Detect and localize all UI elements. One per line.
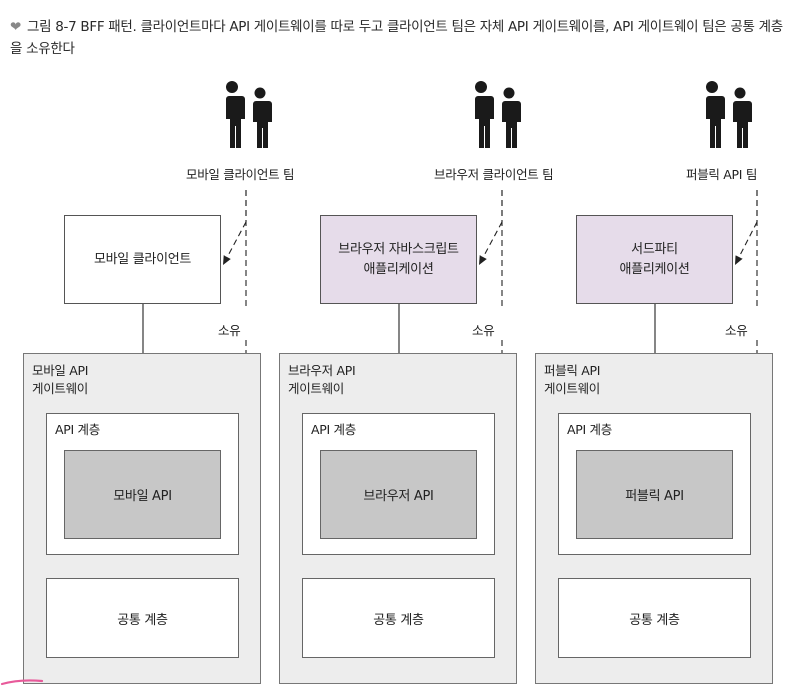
owns-label-mobile: 소유 — [218, 323, 241, 338]
api-layer-public-label: API 계층 — [567, 422, 612, 437]
api-layer-browser-label: API 계층 — [311, 422, 356, 437]
gateway-mobile-label: 모바일 API 게이트웨이 — [32, 362, 88, 398]
client-third-party-line-2: 애플리케이션 — [619, 261, 690, 277]
gateway-browser-label-1: 브라우저 API — [288, 363, 356, 378]
people-icon — [702, 81, 752, 148]
dash-team-to-client-browser — [478, 221, 503, 266]
people-icon — [471, 81, 521, 148]
api-layer-mobile-label: API 계층 — [55, 422, 100, 437]
team-label-mobile: 모바일 클라이언트 팀 — [186, 167, 295, 182]
highlight-mark — [0, 679, 44, 686]
client-mobile: 모바일 클라이언트 — [64, 215, 221, 304]
dash-team-to-client-mobile — [222, 221, 247, 266]
gateway-browser-label: 브라우저 API 게이트웨이 — [288, 362, 356, 398]
figure-caption: ❤ 그림 8-7 BFF 패턴. 클라이언트마다 API 게이트웨이를 따로 두… — [10, 16, 790, 60]
dash-team-to-client-public — [734, 221, 758, 266]
common-layer-mobile: 공통 계층 — [46, 578, 239, 658]
client-browser-line-1: 브라우저 자바스크립트 — [338, 241, 459, 257]
caption-marker-icon: ❤ — [10, 19, 22, 35]
owns-label-public: 소유 — [725, 323, 748, 338]
client-mobile-line-1: 모바일 클라이언트 — [93, 251, 192, 267]
gateway-mobile-label-1: 모바일 API — [32, 363, 89, 378]
team-label-public: 퍼블릭 API 팀 — [686, 167, 758, 182]
gateway-browser-label-2: 게이트웨이 — [288, 381, 345, 396]
owns-label-browser: 소유 — [472, 323, 495, 338]
api-box-mobile: 모바일 API — [64, 450, 221, 539]
client-browser-line-2: 애플리케이션 — [363, 261, 434, 277]
gateway-public-label-2: 게이트웨이 — [544, 381, 601, 396]
common-layer-browser: 공통 계층 — [302, 578, 495, 658]
people-icon — [222, 81, 272, 148]
api-box-public: 퍼블릭 API — [576, 450, 733, 539]
team-label-browser: 브라우저 클라이언트 팀 — [434, 167, 554, 182]
common-layer-public: 공통 계층 — [558, 578, 751, 658]
gateway-mobile-label-2: 게이트웨이 — [32, 381, 89, 396]
gateway-public-label-1: 퍼블릭 API — [544, 363, 601, 378]
api-box-browser: 브라우저 API — [320, 450, 477, 539]
gateway-public-label: 퍼블릭 API 게이트웨이 — [544, 362, 600, 398]
caption-text: 그림 8-7 BFF 패턴. 클라이언트마다 API 게이트웨이를 따로 두고 … — [10, 19, 783, 57]
client-third-party-line-1: 서드파티 — [631, 241, 678, 257]
client-browser: 브라우저 자바스크립트 애플리케이션 — [320, 215, 477, 304]
client-third-party: 서드파티 애플리케이션 — [576, 215, 733, 304]
